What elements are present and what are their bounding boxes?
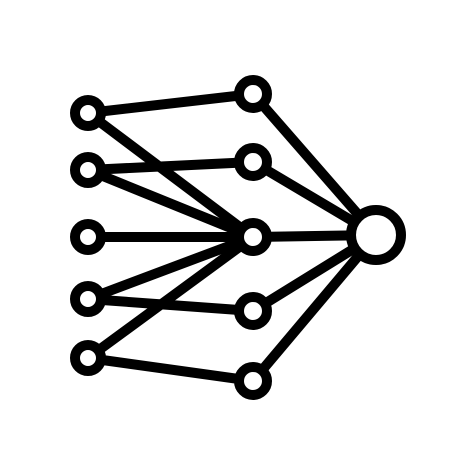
connection-line: [248, 89, 381, 240]
left-node-5: [70, 340, 106, 376]
left-node-4: [70, 281, 106, 317]
left-node-2: [70, 152, 106, 188]
middle-node-3: [234, 218, 272, 256]
connection-lines: [83, 89, 381, 386]
connection-line: [248, 230, 381, 386]
connection-line: [83, 89, 258, 118]
left-node-1: [70, 95, 106, 131]
connection-line: [83, 294, 258, 316]
connection-line: [83, 232, 258, 304]
left-node-3: [70, 219, 106, 255]
connection-line: [83, 108, 258, 242]
middle-node-4: [234, 292, 272, 330]
connection-line: [83, 232, 258, 363]
middle-node-5: [234, 362, 272, 400]
nodes: [70, 75, 406, 400]
middle-node-2: [234, 143, 272, 181]
connection-line: [83, 165, 258, 242]
connection-line: [83, 353, 258, 386]
connection-line: [83, 157, 258, 175]
middle-node-1: [234, 75, 272, 113]
output-node: [346, 205, 406, 265]
